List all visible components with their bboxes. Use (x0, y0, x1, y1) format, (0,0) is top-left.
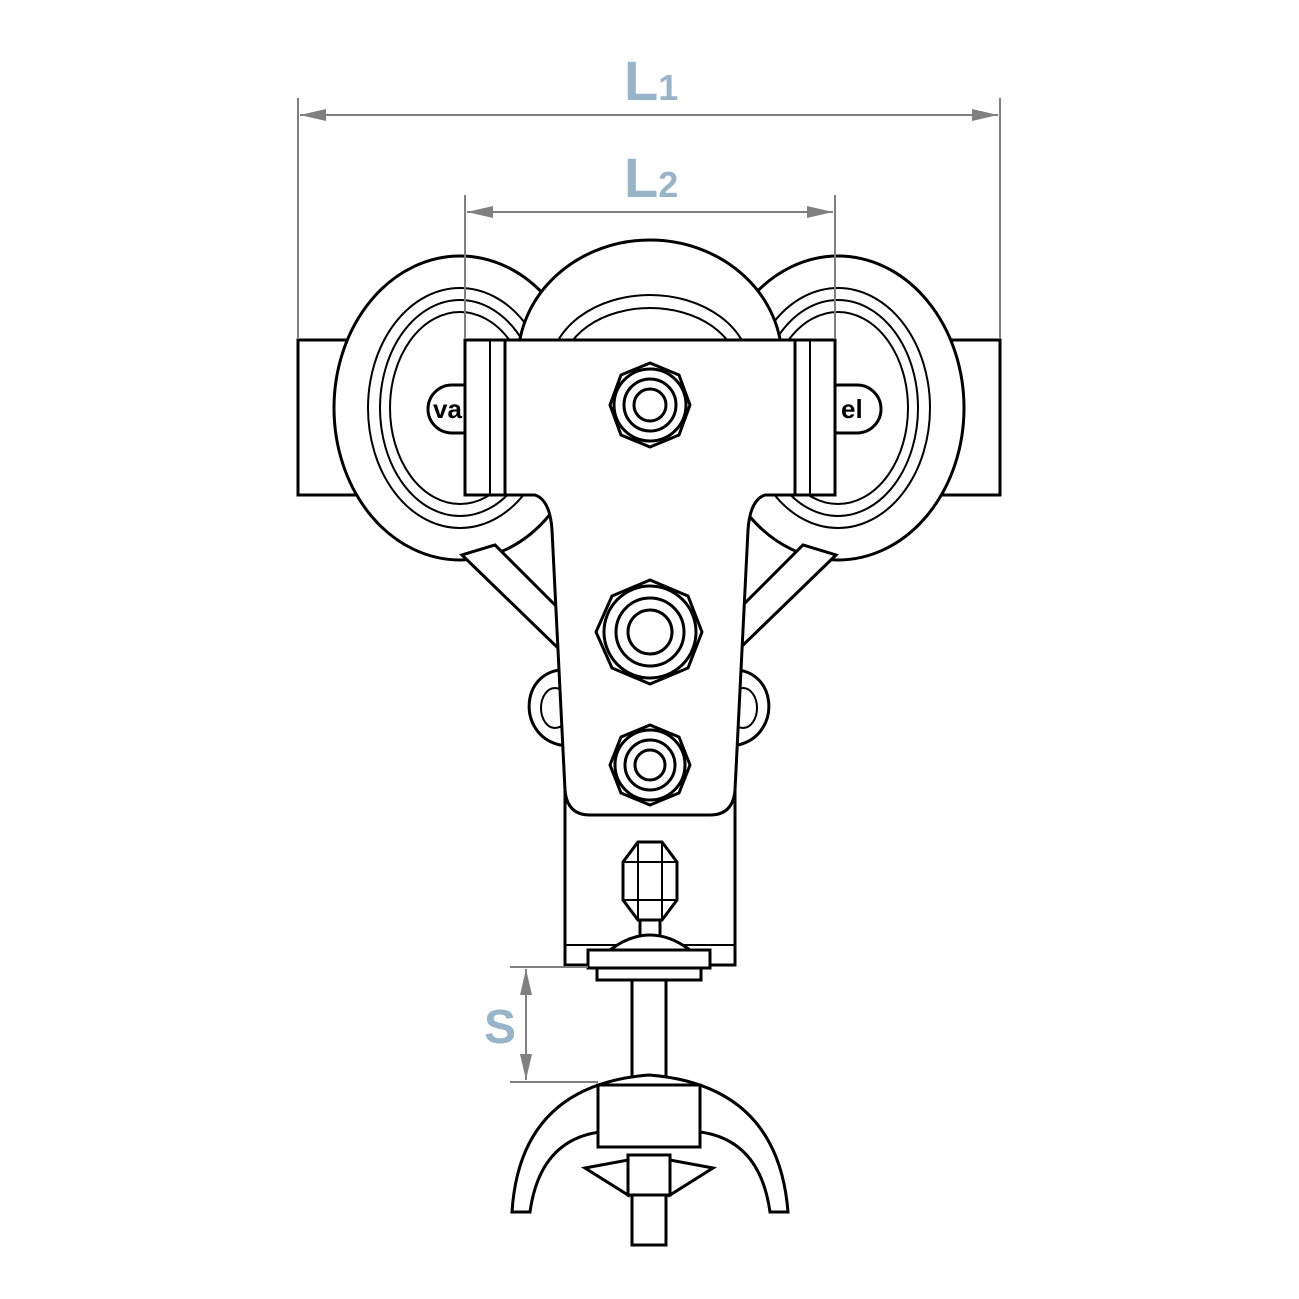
dimension-label-s: S (484, 1001, 516, 1054)
dimension-label-l2: L (624, 146, 658, 209)
svg-text:L1: L1 (624, 49, 678, 112)
top-nut (608, 361, 692, 449)
dimension-l1: L1 (297, 49, 1001, 338)
rod (630, 978, 668, 1082)
dimension-sub-l1: 1 (658, 67, 678, 108)
bottom-nut (608, 723, 692, 807)
dimension-l2: L2 (464, 146, 836, 338)
bolt-end (630, 1193, 668, 1247)
slot-bolt (605, 840, 695, 952)
logo-fragment-left: va (433, 394, 462, 424)
dimension-sub-l2: 2 (658, 164, 678, 205)
svg-text:L2: L2 (624, 146, 678, 209)
t-plate (463, 338, 837, 817)
logo-fragment-right: el (841, 394, 863, 424)
middle-nut (594, 578, 704, 686)
dimension-label-l1: L (624, 49, 658, 112)
clamp-plate (586, 948, 712, 970)
dimension-s: S (484, 966, 598, 1083)
cable-saddle (510, 1073, 790, 1214)
right-arm (736, 543, 839, 654)
left-arm (459, 543, 562, 654)
